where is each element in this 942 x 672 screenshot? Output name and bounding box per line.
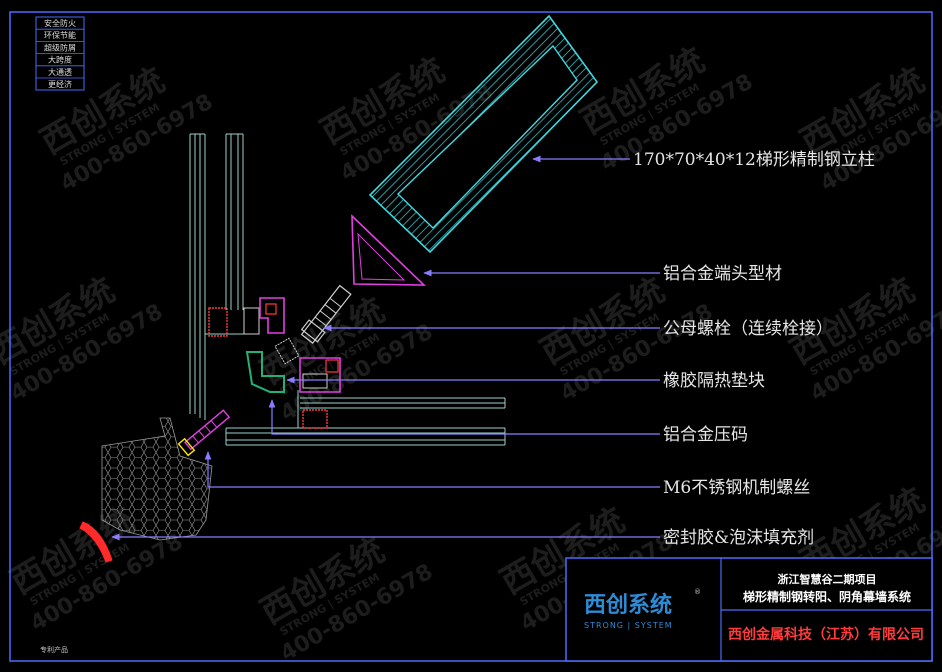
horizontal-transom [225,390,506,446]
brand-logo-sub: STRONG | SYSTEM [584,621,673,630]
male-female-bolt [300,284,352,344]
drawing-name: 梯形精制钢转阳、阴角幕墙系统 [743,589,911,604]
registered-mark: ® [694,588,701,596]
patent-note: 专利产品 [40,645,68,654]
vertical-mullion [189,133,258,420]
callout-m6-screw: M6不锈钢机制螺丝 [663,478,810,498]
feature-tag: 安全防火 [44,18,76,28]
leader-lines [111,155,660,541]
m6-screw [177,409,231,457]
title-block: 西创系统 ® STRONG | SYSTEM 浙江智慧谷二期项目 梯形精制钢转阳… [565,557,933,662]
drawing-frame [9,11,933,662]
feature-tag: 大通透 [48,67,72,77]
lower-clamp [299,357,341,393]
callout-bolt: 公母螺栓（连续栓接） [663,319,833,339]
callout-gasket: 橡胶隔热垫块 [663,371,765,391]
feature-tag: 超级防屑 [44,42,76,52]
feature-tag: 环保节能 [44,30,76,40]
project-name: 浙江智慧谷二期项目 [778,572,877,586]
rubber-gasket [245,337,300,393]
foam-fill [101,417,213,541]
steel-column [368,14,599,254]
end-profile [351,214,427,286]
feature-tag: 大跨度 [48,55,72,65]
callout-end-profile: 铝合金端头型材 [663,264,782,284]
feature-tag: 更经济 [48,79,72,89]
callout-labels: 170*70*40*12梯形精制钢立柱 铝合金端头型材 公母螺栓（连续栓接） 橡… [633,150,875,548]
upper-clamp [208,297,285,337]
callout-sealant: 密封胶&泡沫填充剂 [663,528,814,548]
callout-clamp: 铝合金压码 [663,425,748,445]
company-name: 西创金属科技（江苏）有限公司 [728,626,924,643]
brand-logo-text: 西创系统 [584,592,672,618]
sealant [79,521,113,563]
callout-steel-column: 170*70*40*12梯形精制钢立柱 [633,150,875,170]
